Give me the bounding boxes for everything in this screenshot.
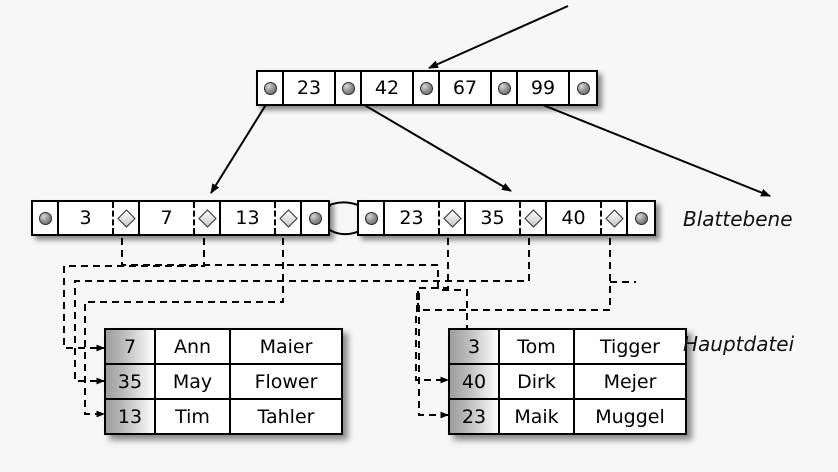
record-key: 35 bbox=[106, 365, 156, 398]
record-key: 3 bbox=[450, 330, 500, 363]
root-pointer-4[interactable] bbox=[570, 72, 596, 104]
record-key: 40 bbox=[450, 365, 500, 398]
leaf-right-prev-pointer[interactable] bbox=[359, 202, 385, 234]
arrow-root-to-right-outside bbox=[512, 92, 771, 197]
arrow-into-root bbox=[428, 5, 569, 69]
root-key-0: 23 bbox=[284, 72, 336, 104]
leaf-left-prev-pointer[interactable] bbox=[33, 202, 59, 234]
table-row[interactable]: 7 Ann Maier bbox=[106, 330, 341, 363]
bullet-pointer-icon bbox=[263, 81, 277, 95]
leaf-right-record-pointer-1[interactable] bbox=[521, 202, 547, 234]
leaf-node-left[interactable]: 3 7 13 bbox=[31, 200, 330, 236]
diamond-pointer-icon bbox=[197, 208, 217, 228]
main-file-table-right[interactable]: 3 Tom Tigger 40 Dirk Mejer 23 Maik Mugge… bbox=[448, 328, 687, 435]
record-key: 23 bbox=[450, 400, 500, 433]
diamond-pointer-icon bbox=[442, 208, 462, 228]
table-row[interactable]: 23 Maik Muggel bbox=[450, 398, 685, 433]
diamond-pointer-icon bbox=[278, 208, 298, 228]
table-row[interactable]: 13 Tim Tahler bbox=[106, 398, 341, 433]
record-link-key-23 bbox=[418, 238, 449, 419]
record-first-name: Tim bbox=[156, 400, 231, 433]
leaf-right-key-0: 23 bbox=[385, 202, 440, 234]
bullet-pointer-icon bbox=[497, 81, 511, 95]
root-key-1: 42 bbox=[362, 72, 414, 104]
root-pointer-1[interactable] bbox=[336, 72, 362, 104]
leaf-left-next-pointer[interactable] bbox=[302, 202, 328, 234]
record-key: 13 bbox=[106, 400, 156, 433]
leaf-node-right[interactable]: 23 35 40 bbox=[357, 200, 656, 236]
bullet-pointer-icon bbox=[364, 211, 378, 225]
leaf-right-key-2: 40 bbox=[547, 202, 602, 234]
record-first-name: Dirk bbox=[500, 365, 575, 398]
arrow-root-to-leaf-right bbox=[348, 95, 512, 192]
record-last-name: Muggel bbox=[595, 405, 665, 428]
leaf-right-key-1: 35 bbox=[466, 202, 521, 234]
record-last-name: Tigger bbox=[600, 335, 660, 358]
leaf-right-record-pointer-0[interactable] bbox=[440, 202, 466, 234]
record-last-name: Mejer bbox=[603, 370, 657, 393]
leaf-left-record-pointer-2[interactable] bbox=[276, 202, 302, 234]
record-last-name: Flower bbox=[254, 370, 318, 393]
root-pointer-3[interactable] bbox=[492, 72, 518, 104]
record-key: 7 bbox=[106, 330, 156, 363]
root-index-node[interactable]: 23 42 67 99 bbox=[256, 70, 598, 106]
table-row[interactable]: 40 Dirk Mejer bbox=[450, 363, 685, 398]
leaf-left-key-2: 13 bbox=[221, 202, 276, 234]
record-first-name: May bbox=[156, 365, 231, 398]
table-row[interactable]: 35 May Flower bbox=[106, 363, 341, 398]
bullet-pointer-icon bbox=[38, 211, 52, 225]
bullet-pointer-icon bbox=[419, 81, 433, 95]
root-pointer-2[interactable] bbox=[414, 72, 440, 104]
root-pointer-0[interactable] bbox=[258, 72, 284, 104]
record-first-name: Ann bbox=[156, 330, 231, 363]
diamond-pointer-icon bbox=[523, 208, 543, 228]
arrow-root-to-leaf-left bbox=[210, 94, 273, 194]
record-first-name: Maik bbox=[500, 400, 575, 433]
bullet-pointer-icon bbox=[576, 81, 590, 95]
caption-leaf-level: Blattebene bbox=[683, 207, 793, 231]
table-row[interactable]: 3 Tom Tigger bbox=[450, 330, 685, 363]
caption-main-file: Hauptdatei bbox=[683, 332, 795, 356]
root-key-3: 99 bbox=[518, 72, 570, 104]
bullet-pointer-icon bbox=[308, 211, 322, 225]
main-file-table-left[interactable]: 7 Ann Maier 35 May Flower 13 Tim Tahler bbox=[104, 328, 343, 435]
leaf-left-key-1: 7 bbox=[140, 202, 195, 234]
leaf-right-record-pointer-2[interactable] bbox=[602, 202, 628, 234]
record-last-name: Tahler bbox=[257, 405, 315, 428]
root-key-2: 67 bbox=[440, 72, 492, 104]
bullet-pointer-icon bbox=[634, 211, 648, 225]
diamond-pointer-icon bbox=[116, 208, 136, 228]
leaf-left-record-pointer-1[interactable] bbox=[195, 202, 221, 234]
bullet-pointer-icon bbox=[341, 81, 355, 95]
record-last-name: Maier bbox=[259, 335, 313, 358]
diamond-pointer-icon bbox=[604, 208, 624, 228]
leaf-left-record-pointer-0[interactable] bbox=[114, 202, 140, 234]
leaf-right-next-pointer[interactable] bbox=[628, 202, 654, 234]
record-first-name: Tom bbox=[500, 330, 575, 363]
leaf-left-key-0: 3 bbox=[59, 202, 114, 234]
